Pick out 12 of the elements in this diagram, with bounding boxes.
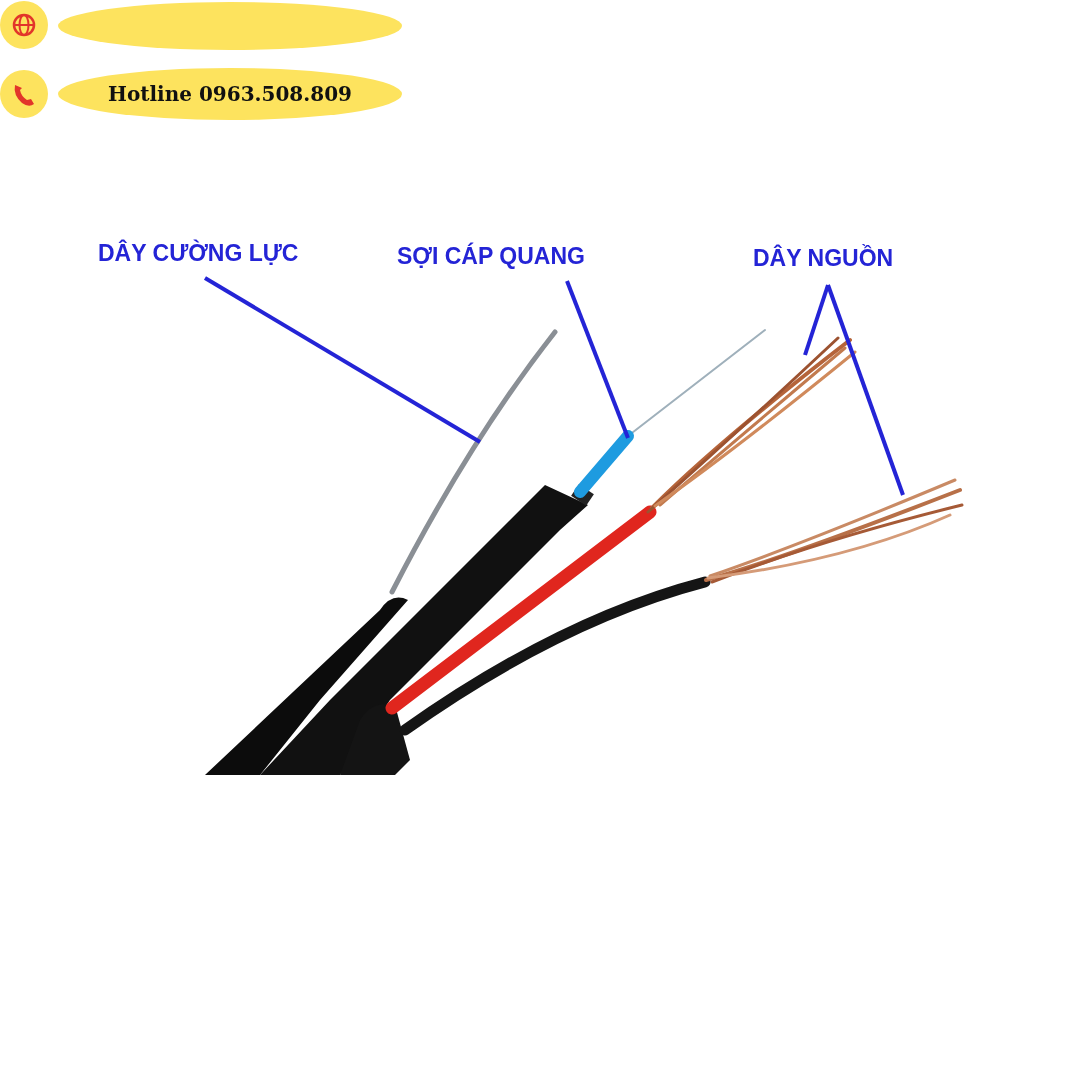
part-label: SỢI CÁP QUANG	[397, 243, 585, 270]
leader-line	[203, 276, 482, 444]
optical-fiber	[574, 329, 766, 498]
leader-line	[803, 284, 830, 356]
leader-line	[565, 280, 630, 439]
copper-strands	[704, 478, 964, 584]
steel-wire	[389, 329, 558, 595]
hotline-text: Hotline 0963.508.809	[58, 68, 402, 120]
part-label: DÂY NGUỒN	[753, 245, 894, 272]
part-label: DÂY CƯỜNG LỰC	[98, 240, 299, 267]
leader-line	[826, 284, 905, 496]
copper-strands	[646, 336, 857, 514]
